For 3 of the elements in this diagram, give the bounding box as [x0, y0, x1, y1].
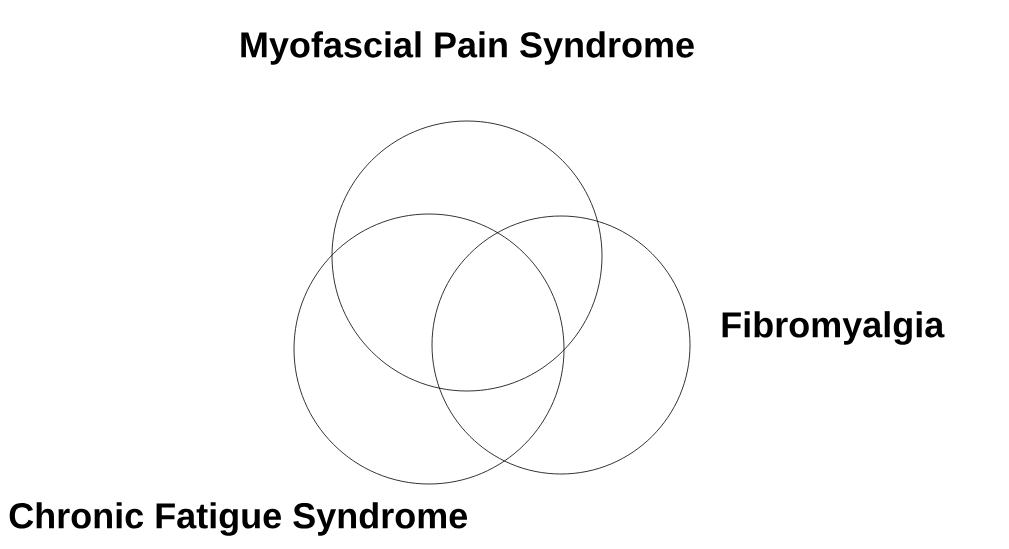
- circle-label: Fibromyalgia: [722, 311, 945, 345]
- circle-label: Myofascial Pain Syndrome: [241, 31, 694, 65]
- circle-label: Chronic Fatigue Syndrome: [9, 502, 467, 536]
